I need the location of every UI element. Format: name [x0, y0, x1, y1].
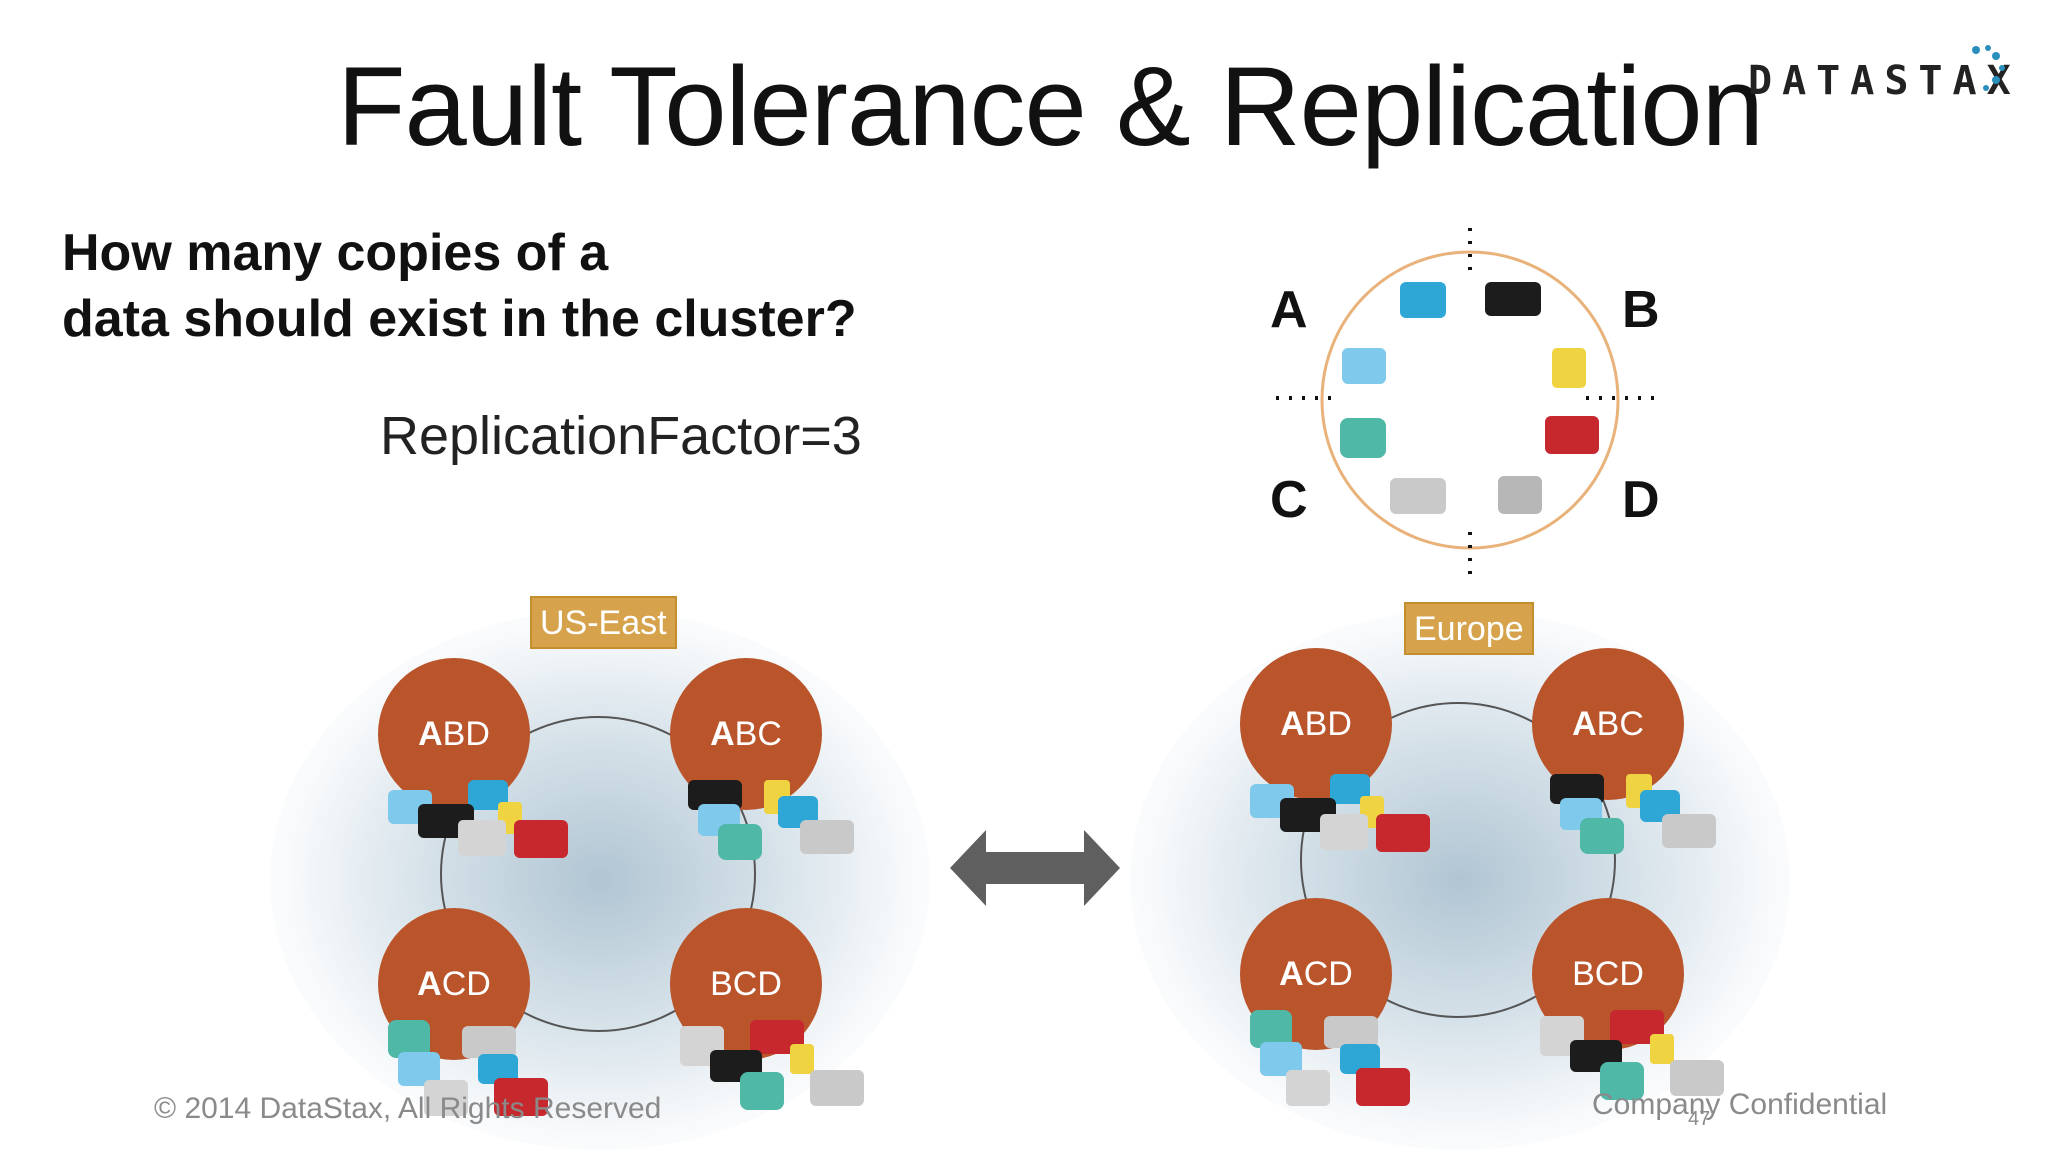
logo-dots-icon: [1972, 45, 2005, 91]
question-line-1: How many copies of a: [62, 224, 609, 282]
toaster-group-icon: [388, 780, 568, 858]
logo-text: DATASTAX: [1748, 58, 2021, 104]
datacenter-ring: [440, 716, 756, 1032]
node-token-rest: BCD: [1572, 954, 1644, 993]
token-ring-graphic: [1276, 228, 1660, 582]
node-token-bold: A: [1280, 704, 1305, 743]
toaster-icon: [1340, 282, 1599, 514]
node-token-bold: A: [1572, 704, 1597, 743]
toaster-group-icon: [680, 1020, 864, 1110]
datacenter-label: Europe: [1404, 602, 1534, 655]
node-token-bold: A: [418, 714, 443, 753]
footer-copyright: © 2014 DataStax, All Rights Reserved: [154, 1092, 662, 1125]
node-token-bold: A: [417, 964, 442, 1003]
node-token-rest: BC: [734, 714, 782, 753]
quadrant-label-b: B: [1622, 281, 1660, 339]
node-token-rest: CD: [441, 964, 491, 1003]
toaster-group-icon: [388, 1020, 548, 1116]
toaster-group-icon: [1250, 1010, 1410, 1106]
replication-double-arrow-icon: [950, 830, 1120, 906]
node-token-rest: BCD: [710, 964, 782, 1003]
question-text: How many copies of a data should exist i…: [62, 220, 857, 352]
quadrant-label-d: D: [1622, 471, 1660, 529]
question-line-2: data should exist in the cluster?: [62, 290, 857, 348]
footer-confidential: Company Confidential: [1592, 1088, 1888, 1121]
node-token-rest: CD: [1303, 954, 1353, 993]
node-token-rest: BD: [1304, 704, 1352, 743]
node-token-rest: BC: [1596, 704, 1644, 743]
quadrant-label-a: A: [1270, 281, 1308, 339]
datacenter-label: US-East: [530, 596, 677, 649]
toaster-group-icon: [688, 780, 854, 860]
toaster-group-icon: [1550, 774, 1716, 854]
toaster-group-icon: [1540, 1010, 1724, 1100]
token-ring-diagram: A B C D: [1240, 220, 1760, 600]
datacenter-ring: [1300, 702, 1616, 1018]
node-token-bold: A: [710, 714, 735, 753]
slide-title: Fault Tolerance & Replication: [337, 44, 1764, 169]
replication-factor: ReplicationFactor=3: [380, 406, 862, 466]
datastax-logo: DATASTAX: [1748, 45, 2021, 104]
node-token-bold: A: [1279, 954, 1304, 993]
node-token-rest: BD: [442, 714, 490, 753]
quadrant-label-c: C: [1270, 471, 1308, 529]
toaster-group-icon: [1250, 774, 1430, 852]
page-number: 47: [1688, 1108, 1711, 1130]
